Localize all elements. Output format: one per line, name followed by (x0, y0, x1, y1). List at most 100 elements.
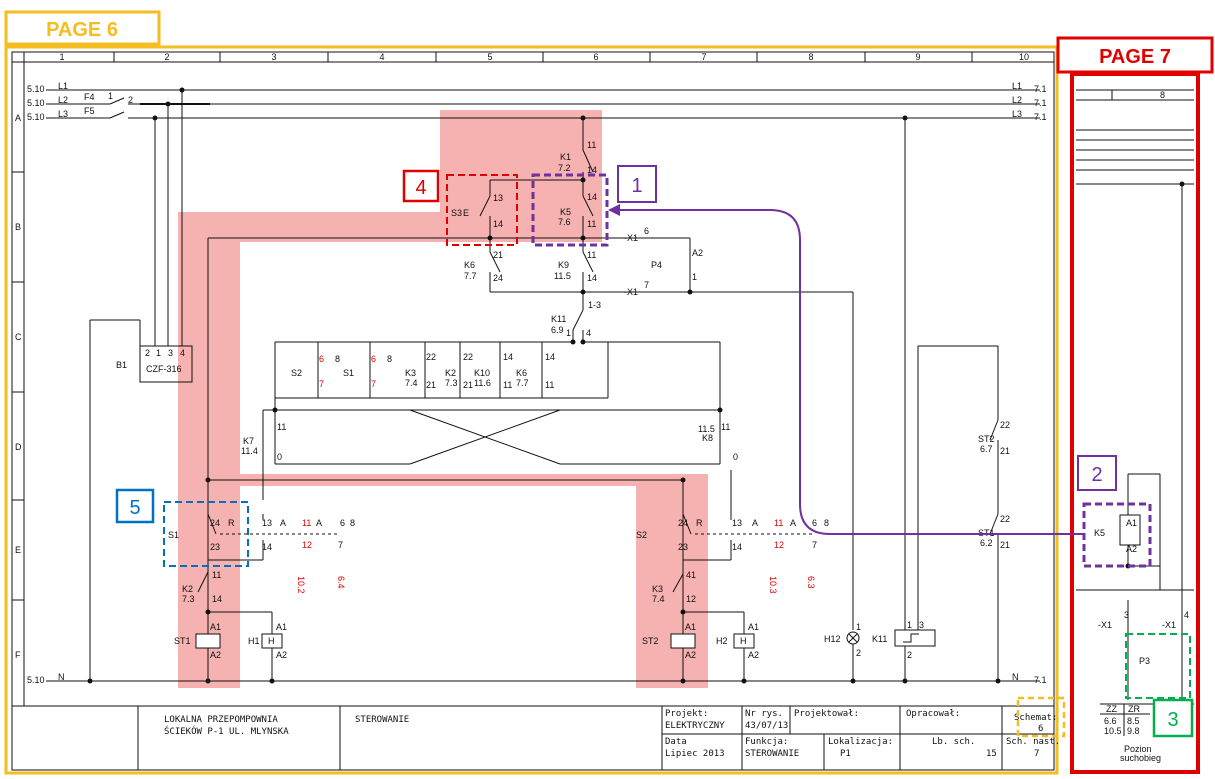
svg-text:ST2: ST2 (642, 636, 659, 646)
svg-text:1: 1 (631, 175, 642, 197)
svg-text:21: 21 (493, 250, 503, 260)
svg-text:H: H (740, 636, 747, 646)
column-grid (12, 52, 973, 601)
svg-text:7: 7 (319, 379, 324, 389)
svg-text:21: 21 (1000, 540, 1010, 550)
svg-text:K6: K6 (516, 368, 527, 378)
svg-text:6.9: 6.9 (551, 325, 564, 335)
svg-text:B: B (15, 222, 21, 232)
svg-text:6.6: 6.6 (1104, 716, 1117, 726)
svg-text:6.4: 6.4 (336, 576, 346, 589)
svg-text:13: 13 (262, 518, 272, 528)
svg-text:3: 3 (271, 52, 276, 62)
svg-text:11.6: 11.6 (474, 378, 491, 388)
svg-text:43/07/13: 43/07/13 (745, 721, 788, 731)
svg-text:Schemat:: Schemat: (1014, 713, 1057, 723)
svg-text:A1: A1 (276, 622, 287, 632)
svg-text:5: 5 (129, 497, 140, 519)
svg-text:8: 8 (808, 52, 813, 62)
svg-text:K9: K9 (558, 260, 569, 270)
svg-text:A2: A2 (685, 650, 696, 660)
svg-text:22: 22 (1000, 514, 1010, 524)
svg-text:S3: S3 (451, 208, 462, 218)
svg-text:H2: H2 (716, 636, 728, 646)
svg-text:7: 7 (371, 379, 376, 389)
neutral-line: 5.10 N N 7.1 (27, 672, 1047, 685)
svg-text:6: 6 (319, 354, 324, 364)
svg-text:L3: L3 (58, 109, 68, 119)
svg-text:ZR: ZR (1128, 704, 1140, 714)
callout-2: 2 (1077, 455, 1152, 568)
svg-text:K8: K8 (702, 433, 713, 443)
callout-3: 3 (1125, 633, 1194, 738)
svg-text:F5: F5 (84, 106, 95, 116)
cross-reference-arrow (608, 204, 1084, 535)
svg-text:A2: A2 (210, 650, 221, 660)
svg-text:11.5: 11.5 (554, 271, 571, 281)
svg-text:A2: A2 (748, 650, 759, 660)
svg-text:L1: L1 (1012, 81, 1022, 91)
svg-text:11: 11 (277, 422, 286, 432)
svg-text:1: 1 (856, 622, 861, 632)
svg-text:P1: P1 (840, 749, 851, 759)
svg-text:1: 1 (566, 328, 571, 338)
svg-text:-X1: -X1 (624, 233, 638, 243)
svg-text:14: 14 (587, 273, 597, 283)
svg-text:2: 2 (856, 648, 861, 658)
callout-1: 1 (531, 165, 657, 247)
svg-text:3: 3 (168, 348, 173, 358)
svg-text:12: 12 (774, 540, 784, 550)
svg-text:Projektował:: Projektował: (794, 709, 859, 719)
svg-text:8: 8 (387, 354, 392, 364)
svg-text:8.5: 8.5 (1127, 716, 1140, 726)
svg-text:5.10: 5.10 (27, 112, 45, 122)
svg-text:E: E (463, 208, 469, 218)
page7-panel: PAGE 7 8 K5 A1 A2 -X1 3 -X1 4 P3 ZZ (1056, 36, 1214, 774)
svg-text:6.7: 6.7 (980, 444, 993, 454)
callout-5: 5 (115, 488, 249, 567)
schemat-highlight-box (1016, 696, 1066, 738)
left-branch: S1 24 R 23 13 14 A 11 12 A 6 8 7 10.2 6.… (168, 238, 686, 681)
svg-text:D: D (15, 442, 22, 452)
svg-text:L2: L2 (1012, 95, 1022, 105)
svg-text:4: 4 (379, 52, 384, 62)
svg-text:F: F (15, 650, 21, 660)
svg-text:Nr rys.: Nr rys. (745, 709, 783, 719)
svg-text:A1: A1 (210, 622, 221, 632)
svg-text:7.3: 7.3 (445, 378, 458, 388)
svg-text:7.3: 7.3 (182, 594, 195, 604)
svg-text:0: 0 (733, 452, 738, 462)
svg-text:8: 8 (335, 354, 340, 364)
svg-text:ELEKTRYCZNY: ELEKTRYCZNY (665, 721, 725, 731)
svg-text:11: 11 (503, 380, 512, 390)
svg-text:R: R (228, 518, 235, 528)
svg-text:3: 3 (1167, 709, 1178, 731)
svg-text:A2: A2 (276, 650, 287, 660)
svg-text:9.8: 9.8 (1127, 726, 1140, 736)
svg-text:C: C (15, 332, 22, 342)
svg-text:7: 7 (812, 540, 817, 550)
svg-text:6.2: 6.2 (980, 538, 993, 548)
column-numbers: 1 2 3 4 5 6 7 8 9 10 (59, 52, 1029, 62)
svg-text:ST1: ST1 (174, 636, 191, 646)
svg-text:2: 2 (907, 650, 912, 660)
svg-text:4: 4 (586, 328, 591, 338)
svg-text:A: A (280, 518, 286, 528)
svg-text:A: A (15, 113, 21, 123)
svg-text:11: 11 (587, 140, 596, 150)
svg-text:4: 4 (1184, 610, 1189, 620)
page7-label: PAGE 7 (1099, 46, 1171, 68)
svg-text:H12: H12 (824, 634, 841, 644)
svg-text:L3: L3 (1012, 109, 1022, 119)
svg-text:5.10: 5.10 (27, 675, 45, 685)
svg-text:2: 2 (164, 52, 169, 62)
svg-text:R: R (696, 518, 703, 528)
svg-text:5: 5 (487, 52, 492, 62)
main-control-branch: K1 7.2 11 14 K5 7.6 14 11 S3 E 13 14 K6 … (208, 118, 854, 630)
svg-text:CZF-316: CZF-316 (146, 364, 182, 374)
svg-text:5.10: 5.10 (27, 98, 45, 108)
svg-text:10.2: 10.2 (296, 576, 306, 594)
svg-text:22: 22 (463, 352, 473, 362)
